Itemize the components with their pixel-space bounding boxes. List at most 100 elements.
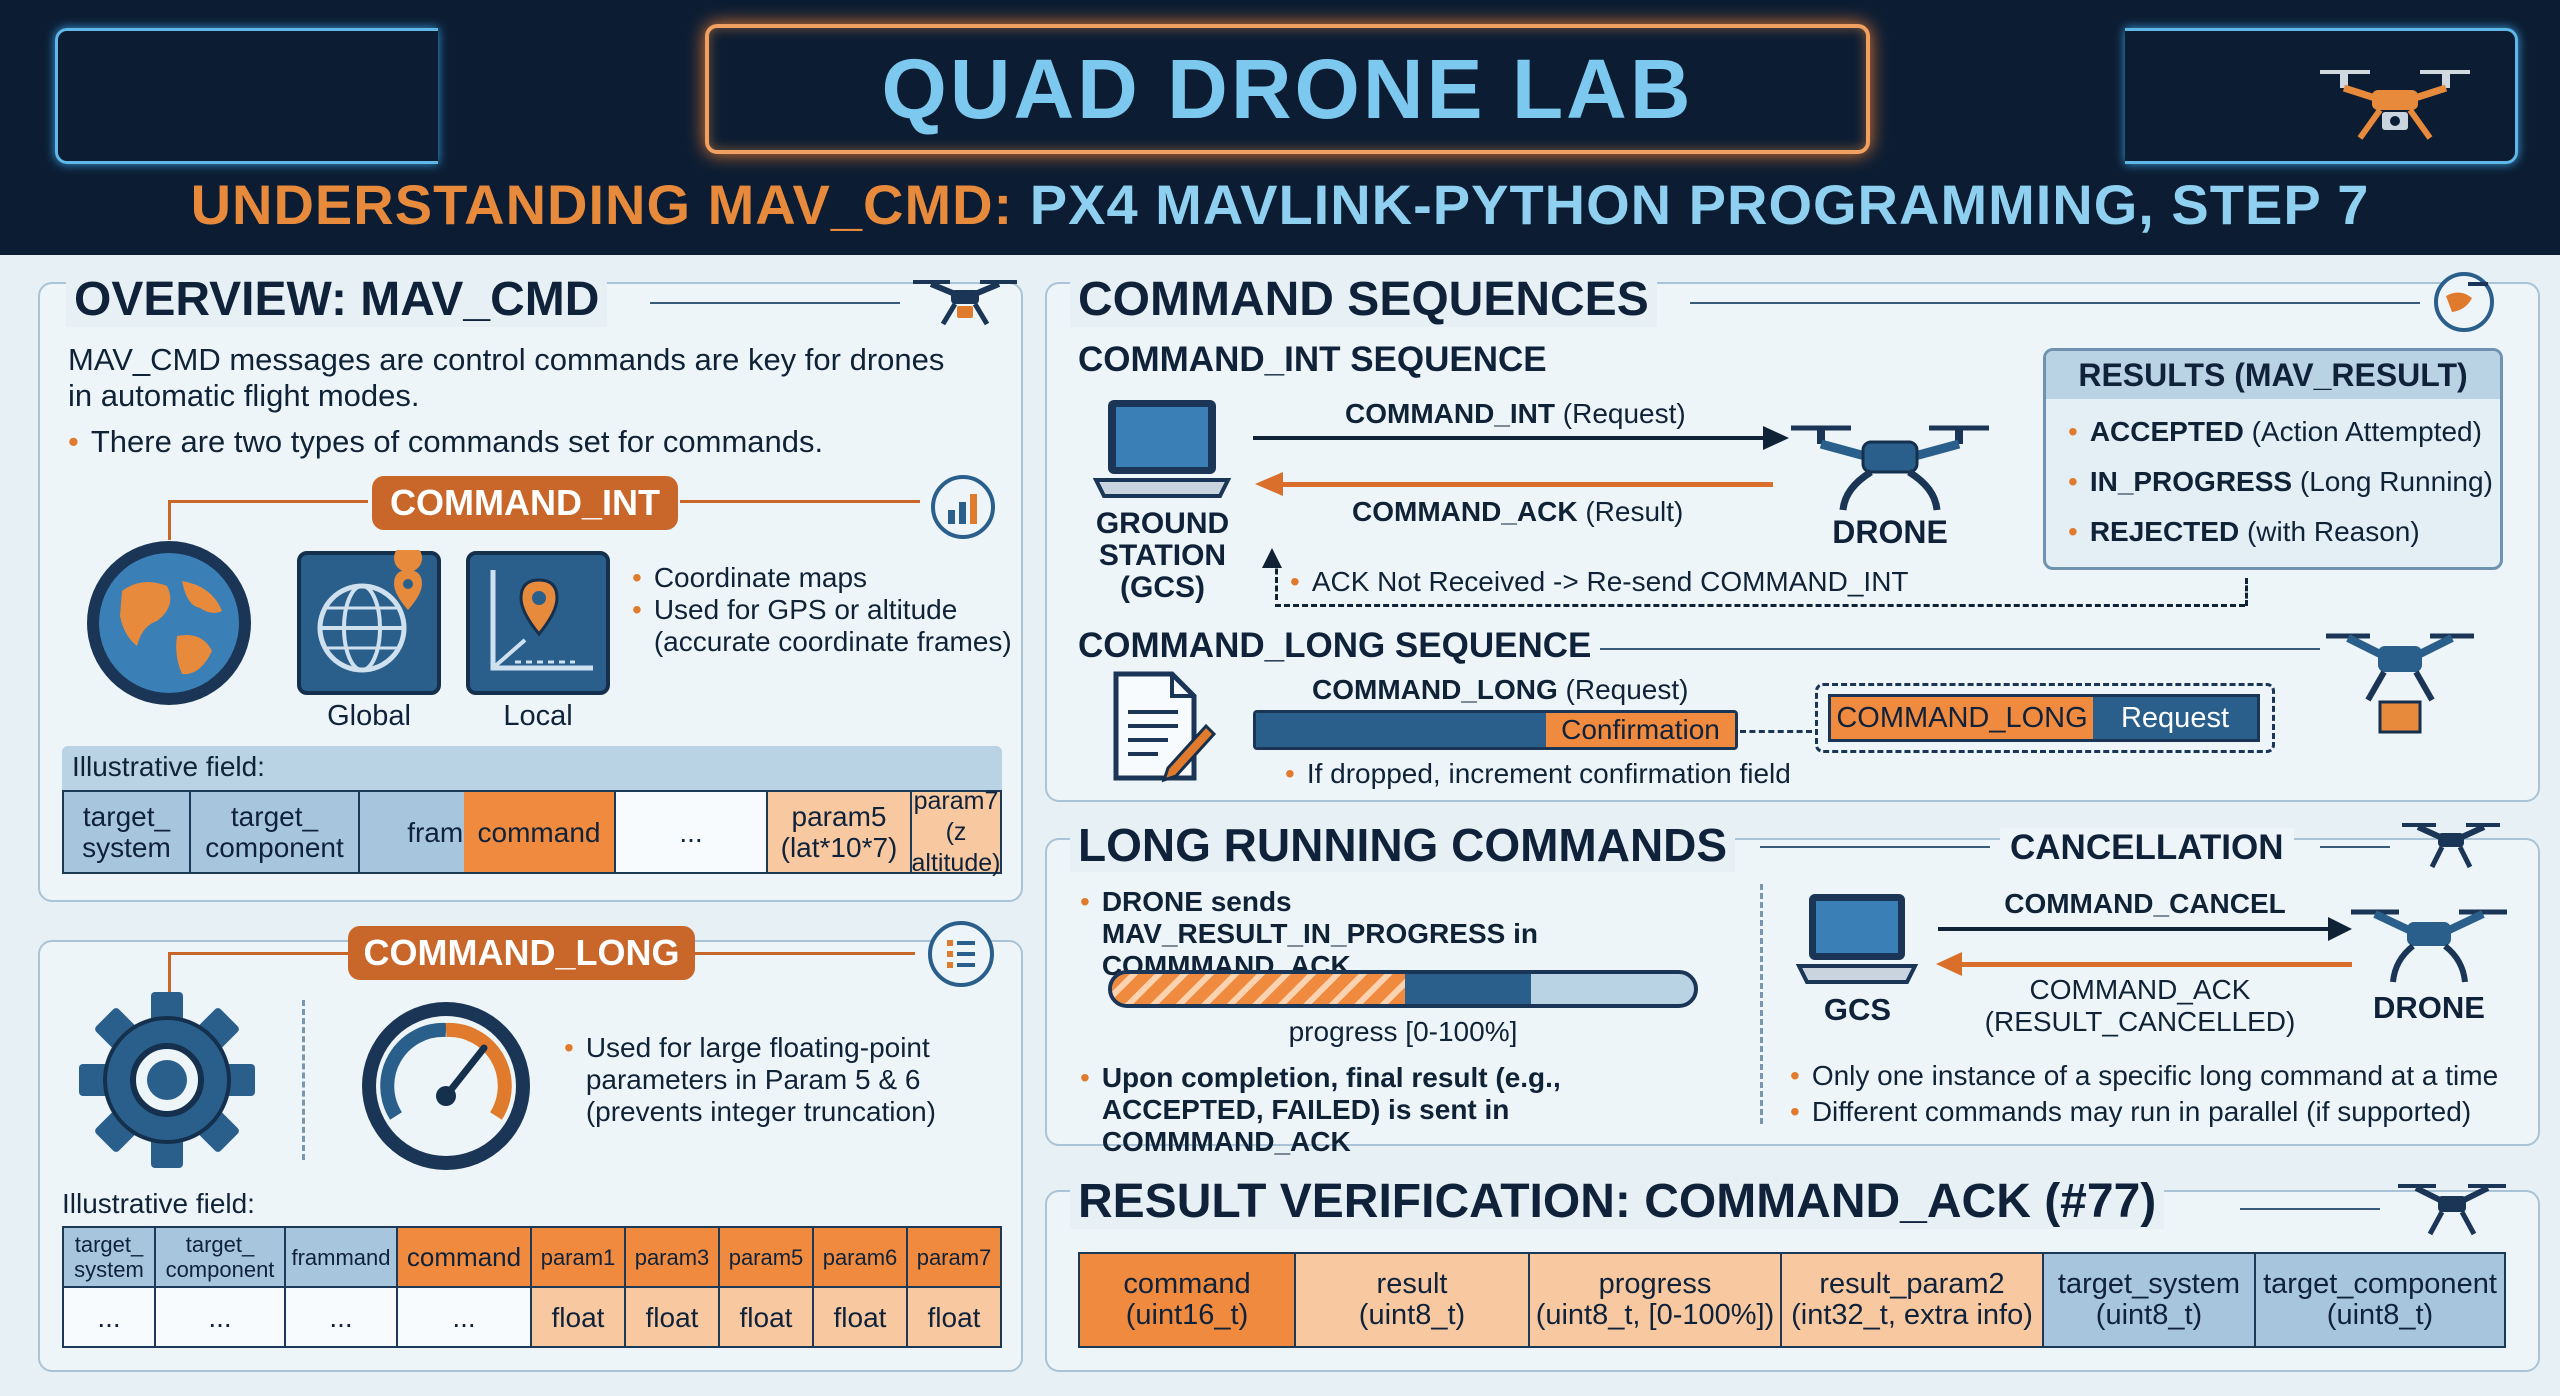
long-header-cell: frammand [286,1228,398,1286]
ack-field-type: (int32_t, extra info) [1791,1299,2033,1331]
gcs-short-label: GCS [1823,992,1892,1027]
long-request-rest: (Request) [1557,674,1689,705]
result-item: IN_PROGRESS (Long Running) [2068,466,2493,498]
long-bullet-text: Used for large floating-point parameters… [585,1032,936,1127]
cancel-label: COMMAND_CANCEL [2004,888,2286,919]
arrow-head [1255,472,1283,496]
bullet-dot: • [564,1032,574,1063]
overview-intro: MAV_CMD messages are control commands ar… [68,342,945,413]
gauge-icon [362,1002,530,1170]
arrow-head [2328,917,2352,941]
long-running-bullet-text: DRONE sends MAV_RESULT_IN_PROGRESS in CO… [1101,886,1538,981]
list-icon [928,921,994,987]
long-sequence-title: COMMAND_LONG SEQUENCE [1078,626,1592,665]
overview-title: OVERVIEW: MAV_CMD [66,272,608,327]
ack-field-cell: result(uint8_t) [1296,1254,1530,1346]
verification-rule [2240,1208,2380,1210]
arrow-head [1262,548,1282,568]
arrow-head [1763,426,1789,450]
long-bullet: • Used for large floating-point parameter… [564,1032,1004,1128]
long-request-bold: COMMAND_LONG [1312,674,1558,705]
ack-field-name: progress [1598,1268,1712,1300]
ack-rest: (Result) [1577,496,1684,527]
int-field-label: Illustrative field: [72,751,265,782]
cancel-note-text: Only one instance of a specific long com… [1811,1060,2499,1091]
long-value-cell: ... [156,1288,286,1346]
long-value-cell: ... [64,1288,156,1346]
long-value-cell: float [908,1288,1000,1346]
overview-bullet: There are two types of commands set for … [68,424,988,460]
result-name: IN_PROGRESS [2089,466,2293,497]
resend-dashed [1275,560,1278,600]
confirmation-bar-fill [1256,713,1546,747]
long-connector [695,952,915,955]
cancel-note: Different commands may run in parallel (… [1790,1096,2471,1128]
subtitle-part1: UNDERSTANDING MAV_CMD: [190,173,1014,236]
ack-field-cell: command(uint16_t) [1080,1254,1296,1346]
int-field-cell: param7 (z altitude) [911,786,1001,877]
result-item: ACCEPTED (Action Attempted) [2068,416,2482,448]
int-bullet-text: Coordinate maps [653,562,868,593]
long-value-cell: ... [286,1288,398,1346]
drone-icon [913,280,1017,326]
results-title: RESULTS (MAV_RESULT) [2078,356,2468,393]
cancellation-title: CANCELLATION [2000,828,2294,868]
result-desc: (with Reason) [2239,516,2420,547]
result-name: ACCEPTED [2089,416,2244,447]
globe-drone-icon [2434,272,2494,332]
long-sequence-rule [1600,648,2320,650]
verification-table: command(uint16_t) result(uint8_t) progre… [1078,1252,2506,1348]
tag-frame [1815,683,2275,753]
sequences-title: COMMAND SEQUENCES [1070,272,1657,327]
progress-solid [1405,974,1531,1004]
chart-icon [931,475,995,539]
page-subtitle: UNDERSTANDING MAV_CMD: PX4 MAVLINK-PYTHO… [0,172,2560,237]
sequences-rule [1690,302,2420,304]
request-arrow [1253,436,1763,440]
int-field-cell: target_ component [191,792,360,872]
document-icon [1113,671,1217,783]
command-long-pill: COMMAND_LONG [348,926,695,980]
ack-field-type: (uint8_t) [2326,1299,2434,1331]
long-field-label: Illustrative field: [62,1188,255,1219]
int-field-cell: ... [616,792,768,872]
long-header-cell: target_ system [64,1228,156,1286]
int-bullet: •Used for GPS or altitude (accurate coor… [632,594,1012,658]
ack-field-cell: target_component(uint8_t) [2256,1254,2504,1346]
globe-icon [87,541,251,705]
ack-field-name: result [1376,1268,1448,1300]
int-connector [168,500,171,540]
drone-short-label: DRONE [2373,990,2485,1025]
long-value-cell: float [626,1288,720,1346]
ack-field-name: target_system [2057,1268,2241,1300]
int-sequence-title: COMMAND_INT SEQUENCE [1078,340,1547,379]
local-label: Local [503,700,573,732]
cancel-note: Only one instance of a specific long com… [1790,1060,2498,1092]
ack-label: COMMAND_ACK (Result) [1352,496,1683,528]
confirmation-label: Confirmation [1546,713,1735,747]
long-value-cell: ... [398,1288,532,1346]
long-header-cell: param7 [908,1228,1000,1286]
tag-connector [1740,730,1812,733]
progress-bar [1108,970,1698,1008]
completion-bullet-text: Upon completion, final result (e.g., ACC… [1101,1062,1561,1157]
request-rest: (Request) [1555,398,1686,429]
bullet-dot: • [1080,886,1090,917]
global-map-icon [297,550,441,695]
bullet-dot: • [1080,1062,1090,1093]
long-value-cell: float [532,1288,626,1346]
dropped-note-text: If dropped, increment confirmation field [1306,758,1791,789]
resend-note: ACK Not Received -> Re-send COMMAND_INT [1290,566,1917,598]
result-desc: (Long Running) [2292,466,2493,497]
long-running-rule [1760,846,1990,848]
progress-bar-fill [1112,974,1531,1004]
bullet-dot: • [632,594,642,625]
long-header-cell: command [398,1228,532,1286]
resend-dashed [1275,604,2245,607]
ack-field-type: (uint8_t) [1358,1299,1466,1331]
gear-icon [79,992,255,1168]
ack-field-type: (uint8_t, [0-100%]) [1535,1299,1775,1331]
ack-field-name: target_component [2263,1268,2497,1300]
int-connector [168,500,368,503]
drone-label: DRONE [1832,514,1948,550]
